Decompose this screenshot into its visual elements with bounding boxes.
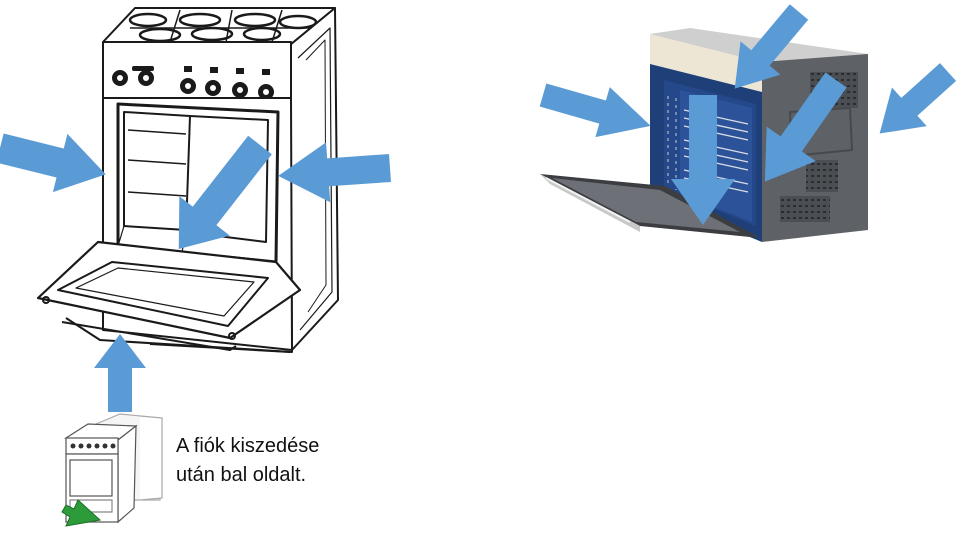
arrow-icon [671,95,735,225]
arrow-icon [278,142,391,203]
blue-arrows [0,4,956,412]
arrow-icon [764,72,847,182]
burners [128,9,318,43]
caption-line-2: után bal oldalt. [176,464,307,486]
control-knobs [112,66,274,100]
arrow-icon [94,334,146,412]
arrow-icon [879,63,956,134]
arrow-icon [0,133,106,193]
caption-line-1: A fiók kiszedése [176,435,320,457]
green-arrow-icon [61,499,102,527]
arrow-icon [178,135,272,250]
stove-drawer [61,321,237,351]
caption-text: A fiók kiszedése után bal oldalt. [176,432,356,490]
stove-thumbnail-icon [64,413,163,524]
arrow-icon [539,83,651,138]
arrow-icon [734,4,809,89]
